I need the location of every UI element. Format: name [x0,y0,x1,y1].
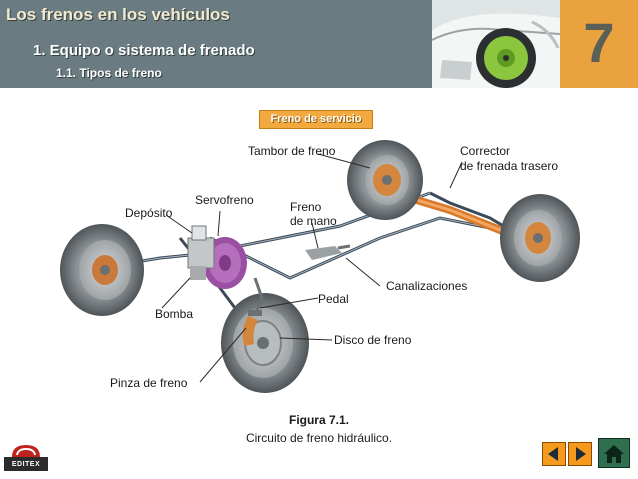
home-icon [604,445,624,463]
slide-header: Los frenos en los vehículos 1. Equipo o … [0,0,638,88]
label-pipes: Canalizaciones [386,279,468,293]
label-caliper: Pinza de freno [110,376,188,390]
label-pedal: Pedal [318,292,349,306]
label-rear-corrector-2: de frenada trasero [460,159,559,173]
editex-logo [4,445,48,471]
label-drum-brake: Tambor de freno [248,144,336,158]
front-left-wheel [60,224,144,316]
figure-number: Figura 7.1. [288,413,350,427]
label-handbrake-1: Freno [290,200,322,214]
figure-caption: Circuito de freno hidráulico. [245,431,393,445]
slide-title: Los frenos en los vehículos [6,5,230,24]
section-heading: 1. Equipo o sistema de frenado [33,42,255,59]
handbrake-lever [305,244,351,260]
next-slide-button[interactable] [568,442,592,466]
home-button[interactable] [598,438,630,468]
leader-lines [161,153,463,383]
label-handbrake-2: de mano [290,214,337,228]
label-master-pump: Bomba [155,307,194,321]
logo-wordmark: EDITEX [11,461,41,468]
chapter-number: 7 [583,11,615,74]
label-reservoir: Depósito [125,206,173,220]
label-disc-brake: Disco de freno [334,333,412,347]
rear-left-wheel [347,140,423,220]
rear-right-wheel [500,194,580,282]
label-rear-corrector-1: Corrector [460,144,511,158]
header-car-photo [432,0,560,88]
chapter-badge: 7 [560,0,638,88]
hydraulic-brake-diagram [60,140,580,393]
triangle-left-icon [548,447,558,461]
master-cylinder [187,225,215,280]
brake-pedal [248,277,264,316]
prev-slide-button[interactable] [542,442,566,466]
front-right-wheel [221,293,309,393]
label-booster: Servofreno [195,193,254,207]
triangle-right-icon [576,447,586,461]
car-wheel-image [432,0,560,88]
subsection-heading: 1.1. Tipos de freno [56,66,162,80]
brake-type-tag: Freno de servicio [259,110,373,129]
